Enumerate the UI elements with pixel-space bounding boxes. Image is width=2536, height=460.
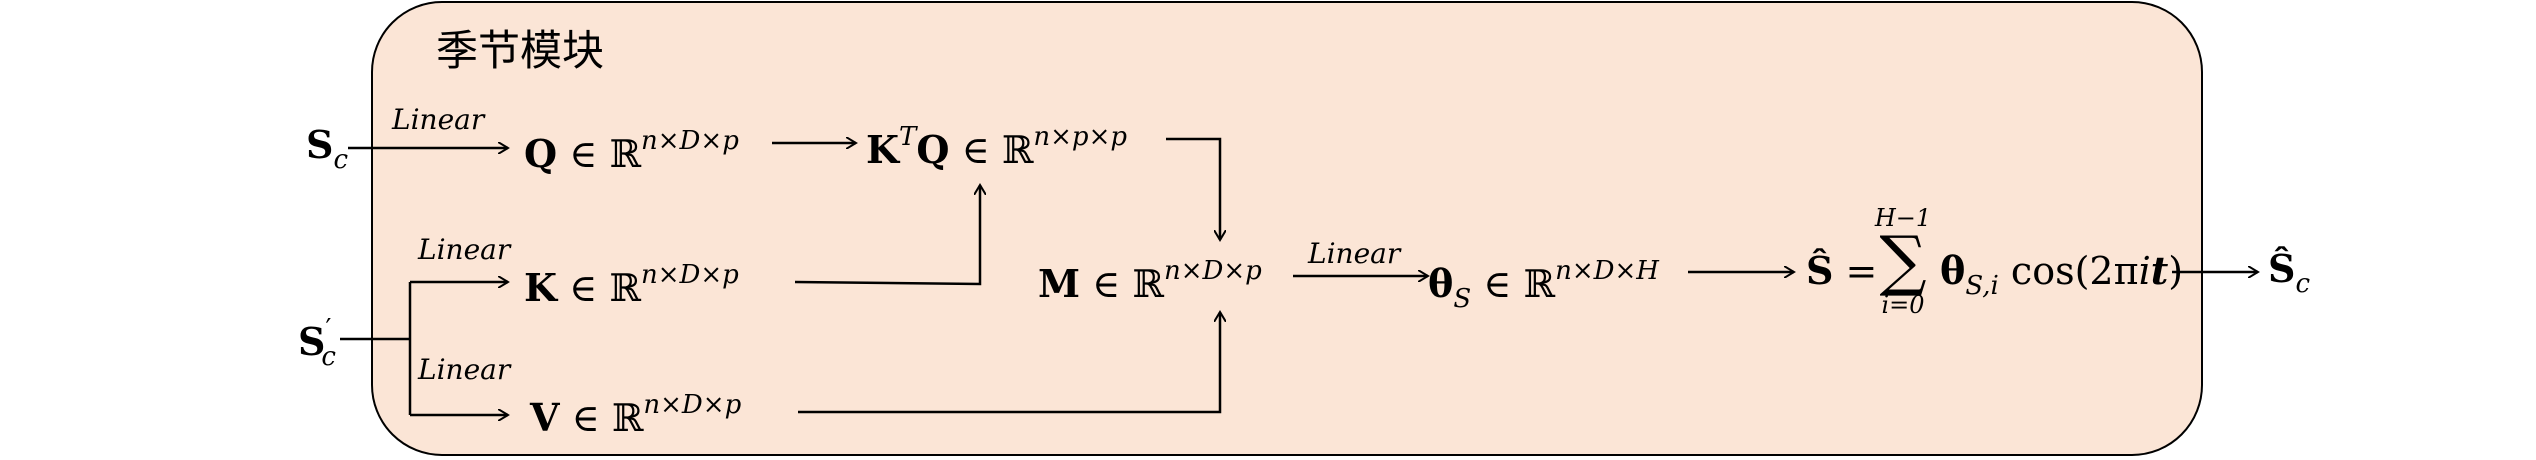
linear-label-v: Linear [418,353,511,386]
module-title: 季节模块 [436,26,605,75]
linear-label-q: Linear [392,103,485,136]
node-q: Q ∈ ℝn×D×p [524,126,739,176]
linear-label-theta: Linear [1308,237,1401,270]
sum-sign: ∑ [1879,222,1927,299]
node-ktq: KTQ ∈ ℝn×p×p [866,122,1128,172]
input-sc: Sc [306,122,349,175]
linear-label-k: Linear [418,233,511,266]
node-v: V ∈ ℝn×D×p [530,390,742,440]
summation: H−1 ∑ i=0 [1868,206,1938,317]
output-shat-c: Ŝc [2268,246,2311,299]
arrow-k-to-ktq [794,185,980,286]
sum-upper: H−1 [1874,204,1932,232]
shat-lhs: Ŝ = [1806,248,1878,293]
shat-rhs: θS,i cos(2πit) [1940,248,2184,301]
sum-lower: i=0 [1881,290,1925,319]
input-sc-prime: S′c [298,314,336,372]
node-k: K ∈ ℝn×D×p [524,260,739,310]
arrow-ktq-to-m [1166,137,1220,240]
node-m: M ∈ ℝn×D×p [1038,256,1262,306]
arrow-v-to-m [798,312,1220,414]
node-theta: θS ∈ ℝn×D×H [1428,256,1659,314]
seasonal-module-box [371,1,2203,456]
